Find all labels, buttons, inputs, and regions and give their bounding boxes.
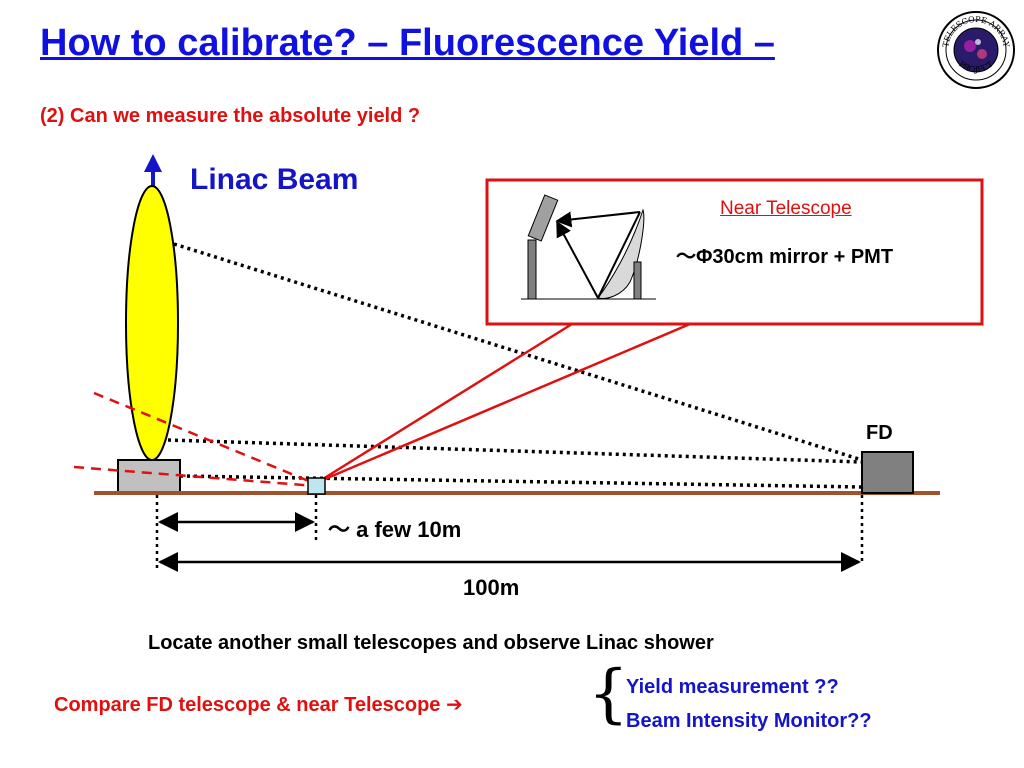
fd-sightline-lower	[167, 438, 863, 464]
linac-box	[117, 459, 181, 494]
callout-line-right	[317, 322, 691, 484]
fd-label: FD	[866, 422, 893, 444]
logo-text-bottom: PROJECT	[957, 59, 995, 74]
linac-beam-label: Linac Beam	[190, 163, 359, 196]
near-telescope-marker	[307, 477, 326, 495]
fd-telescope-box	[861, 451, 914, 494]
long-distance-label: 100m	[463, 575, 520, 600]
near-fov-upper	[93, 391, 317, 486]
near-telescope-callout	[485, 178, 984, 326]
near-telescope-spec: ～Φ30cm mirror + PMT	[676, 246, 894, 268]
result-beam-intensity-monitor: Beam Intensity Monitor??	[626, 710, 872, 732]
svg-text:PROJECT: PROJECT	[957, 59, 995, 74]
slide-subtitle: (2) Can we measure the absolute yield ?	[40, 105, 421, 127]
result-yield-measurement: Yield measurement ??	[626, 676, 839, 698]
compare-note: Compare FD telescope & near Telescope ➔	[54, 694, 463, 716]
near-fov-lower	[73, 465, 317, 488]
short-distance-label: ～ a few 10m	[328, 517, 462, 542]
brace-symbol: {	[588, 657, 629, 731]
telescope-array-logo: TELESCOPE ARRAY PROJECT	[937, 11, 1015, 89]
fd-sightline-ground	[179, 474, 863, 489]
fd-sightline-upper	[173, 242, 863, 462]
linac-beam-shower	[125, 185, 179, 461]
near-telescope-drawing	[521, 194, 656, 300]
callout-line-left	[317, 322, 573, 484]
beam-direction-arrow	[144, 154, 162, 190]
slide-title: How to calibrate? – Fluorescence Yield –	[40, 22, 775, 64]
locate-note: Locate another small telescopes and obse…	[148, 632, 714, 654]
near-telescope-label: Near Telescope	[720, 198, 852, 219]
